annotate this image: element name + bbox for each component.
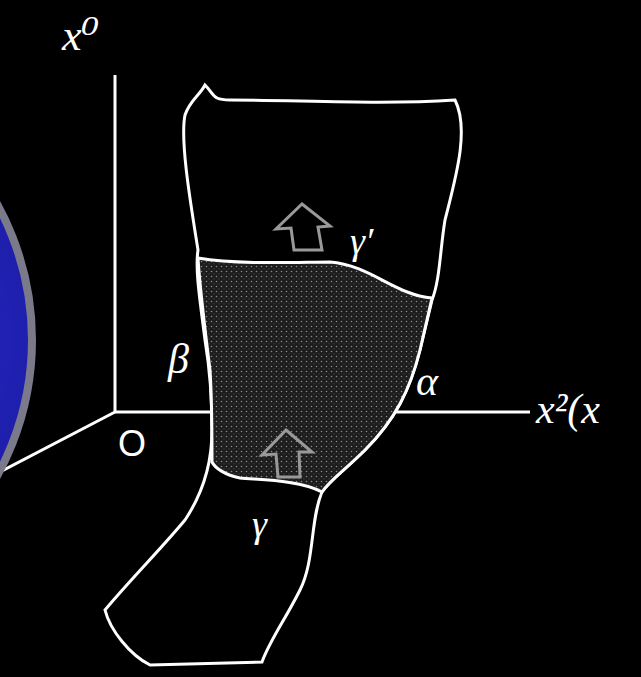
shaded-region xyxy=(198,258,432,492)
curve-label: α xyxy=(416,360,438,402)
curve-label: γ xyxy=(252,505,267,543)
world-sheet xyxy=(105,85,461,665)
sphere xyxy=(0,58,32,622)
axis-label: x⁰ xyxy=(62,14,99,58)
curve-label: γ′ xyxy=(350,222,373,260)
origin-label: O xyxy=(118,426,146,462)
curve-label: β xyxy=(168,338,189,380)
axis-label: x²(x xyxy=(536,388,600,430)
hollow-arrow xyxy=(262,430,312,477)
axis-line xyxy=(114,75,117,413)
hollow-arrow xyxy=(276,204,330,250)
